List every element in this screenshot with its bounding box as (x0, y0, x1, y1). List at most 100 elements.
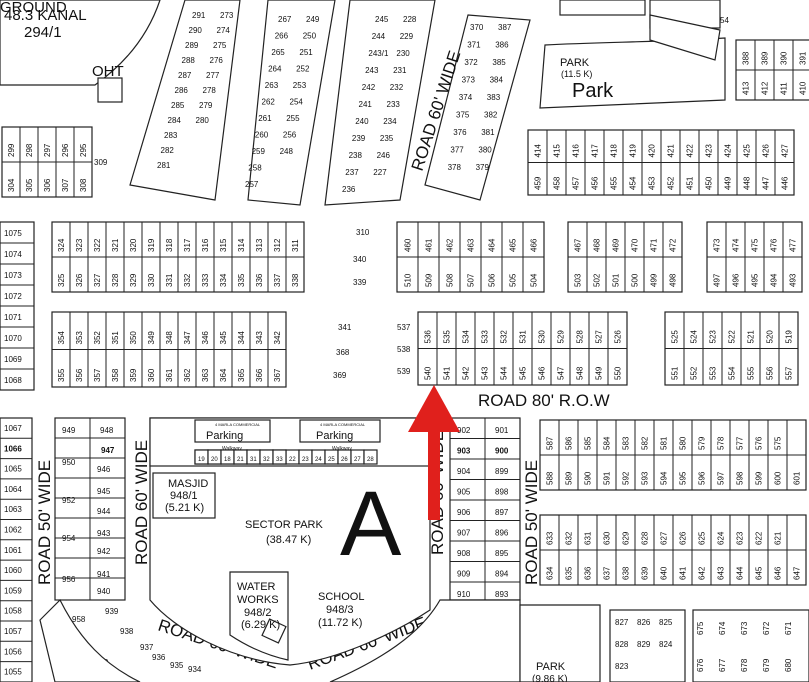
plot-number: 1066 (4, 444, 22, 453)
plot-number: 674 (718, 621, 727, 635)
plot-number: 249 (306, 15, 320, 24)
plot-number: 233 (387, 100, 401, 109)
plot-number: 471 (650, 238, 659, 252)
plot-number: 390 (780, 51, 789, 65)
plot-number: 345 (219, 331, 228, 345)
plot-number: 526 (614, 330, 623, 344)
plot-number: 250 (303, 32, 317, 41)
shop-plot (363, 449, 378, 465)
plot-number: 336 (255, 273, 264, 287)
plot-number: 319 (147, 238, 156, 252)
plot-number: 375 (456, 111, 470, 120)
plot-number: 1056 (4, 647, 22, 656)
plot-number: 675 (696, 621, 705, 635)
plot-number: 468 (593, 238, 602, 252)
plot-number: 363 (201, 368, 210, 382)
plot-number: 333 (201, 273, 210, 287)
plot-number: 255 (286, 114, 300, 123)
plot-number: 414 (534, 144, 543, 158)
shop-number: 31 (250, 457, 257, 463)
plot-number: 260 (255, 131, 269, 140)
plot-number: 323 (75, 238, 84, 252)
plot-number: 306 (43, 178, 52, 192)
park-bottom-block (519, 604, 601, 682)
shop-number: 27 (354, 457, 361, 463)
plot-number: 324 (57, 238, 66, 252)
water-works-area: (6.29 K) (241, 619, 280, 631)
plot-number: 287 (178, 71, 192, 80)
plot-number: 907 (457, 529, 471, 538)
plot-number: 321 (111, 238, 120, 252)
plot-number: 455 (610, 176, 619, 190)
water-tank (261, 618, 287, 644)
plot-number: 349 (147, 331, 156, 345)
plot-number: 582 (641, 436, 650, 450)
plot-number: 465 (509, 238, 518, 252)
plot-number: 938 (120, 627, 134, 636)
plot-number: 525 (671, 330, 680, 344)
plot-number: 507 (467, 273, 476, 287)
plot-number: 642 (698, 566, 707, 580)
shop-number: 18 (224, 457, 231, 463)
walkway-left: Walkway (222, 446, 242, 452)
road-50-right-label: ROAD 50' WIDE (522, 460, 541, 585)
plot-number: 454 (629, 176, 638, 190)
plot-number: 350 (129, 331, 138, 345)
plot-number: 948 (100, 426, 114, 435)
plot-number: 591 (603, 471, 612, 485)
plot-number: 265 (271, 48, 285, 57)
plot-number: 388 (742, 51, 751, 65)
plot-number: 1069 (4, 355, 22, 364)
plot-number: 355 (57, 368, 66, 382)
plot-number: 828 (615, 640, 629, 649)
plot-number: 592 (622, 471, 631, 485)
top-right-block-c (649, 14, 721, 61)
plot-number: 900 (495, 447, 509, 456)
school-area: (11.72 K) (318, 617, 362, 629)
plot-number: 328 (111, 273, 120, 287)
plot-number: 267 (278, 15, 292, 24)
plot-number: 901 (495, 426, 509, 435)
plot-number: 381 (481, 128, 495, 137)
plot-number: 475 (751, 238, 760, 252)
shop-number: 33 (276, 457, 283, 463)
plot-number: 947 (101, 446, 115, 455)
plot-number: 644 (736, 566, 745, 580)
plot-number: 595 (679, 471, 688, 485)
plot-number: 531 (519, 330, 528, 344)
plot-number: 539 (397, 367, 411, 376)
plot-number: 305 (25, 178, 34, 192)
plot-number: 577 (736, 436, 745, 450)
plot-number: 1073 (4, 271, 22, 280)
plot-number: 238 (349, 151, 363, 160)
plot-number: 264 (268, 65, 282, 74)
plot-number: 904 (457, 467, 471, 476)
sector-park-name: SECTOR PARK (245, 519, 323, 531)
plot-number: 420 (648, 144, 657, 158)
plot-number: 236 (342, 185, 356, 194)
bottom-plots-block (609, 609, 686, 682)
plot-number: 383 (487, 93, 501, 102)
plot-number: 290 (189, 26, 203, 35)
plot-number: 633 (546, 531, 555, 545)
plot-number: 360 (147, 368, 156, 382)
plot-number: 370 (470, 23, 484, 32)
plot-number: 389 (761, 51, 770, 65)
plot-number: 1059 (4, 586, 22, 595)
plot-number: 545 (519, 366, 528, 380)
plot-number: 253 (293, 81, 307, 90)
plot-number: 427 (781, 144, 790, 158)
plot-number: 550 (614, 366, 623, 380)
plot-number: 549 (595, 366, 604, 380)
plot-number: 342 (273, 331, 282, 345)
park-top-big: Park (572, 80, 614, 102)
shop-plot (272, 449, 287, 465)
plot-number: 412 (761, 81, 770, 95)
plot-number: 245 (375, 15, 389, 24)
ground-code: 294/1 (24, 24, 62, 41)
ground-block (0, 0, 161, 86)
road-60-left-label: ROAD 60' WIDE (132, 440, 151, 565)
plot-number: 413 (742, 81, 751, 95)
plot-number: 458 (553, 176, 562, 190)
